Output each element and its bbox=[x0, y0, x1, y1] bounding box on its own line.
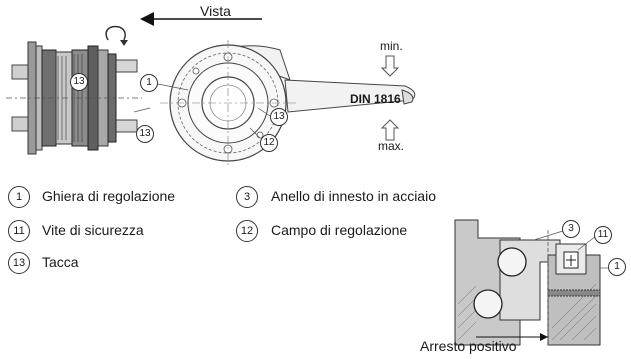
front-view bbox=[133, 40, 416, 166]
max-arrow bbox=[380, 119, 400, 141]
legend-num-13: 13 bbox=[8, 252, 30, 274]
legend-num-1: 1 bbox=[8, 186, 30, 208]
legend-text-1: Ghiera di regolazione bbox=[42, 188, 176, 204]
callout-13-c: 13 bbox=[270, 108, 288, 126]
callout-13-a: 13 bbox=[70, 73, 88, 91]
legend-text-13: Tacca bbox=[42, 254, 79, 270]
din-label: DIN 1816 bbox=[350, 92, 401, 106]
min-arrow bbox=[380, 55, 400, 77]
cross-section bbox=[454, 219, 608, 346]
max-label: max. bbox=[378, 139, 405, 153]
legend-text-12: Campo di regolazione bbox=[271, 222, 408, 238]
callout-3-section: 3 bbox=[562, 220, 580, 238]
coupling-side-view bbox=[6, 25, 142, 155]
arresto-positivo-label: Arresto positivo bbox=[420, 338, 517, 354]
callout-13-b: 13 bbox=[136, 125, 154, 143]
legend-num-11: 11 bbox=[8, 220, 30, 242]
legend-num-3: 3 bbox=[236, 186, 258, 208]
legend-num-12: 12 bbox=[236, 220, 258, 242]
callout-1: 1 bbox=[140, 74, 158, 92]
callout-11-section: 11 bbox=[594, 226, 612, 244]
callout-12: 12 bbox=[260, 134, 278, 152]
callout-1-section: 1 bbox=[608, 258, 626, 276]
vista-label: Vista bbox=[200, 3, 231, 19]
vista-arrow bbox=[140, 12, 262, 26]
min-label: min. bbox=[380, 39, 403, 53]
legend-text-3: Anello di innesto in acciaio bbox=[271, 188, 436, 204]
legend-text-11: Vite di sicurezza bbox=[42, 222, 144, 238]
